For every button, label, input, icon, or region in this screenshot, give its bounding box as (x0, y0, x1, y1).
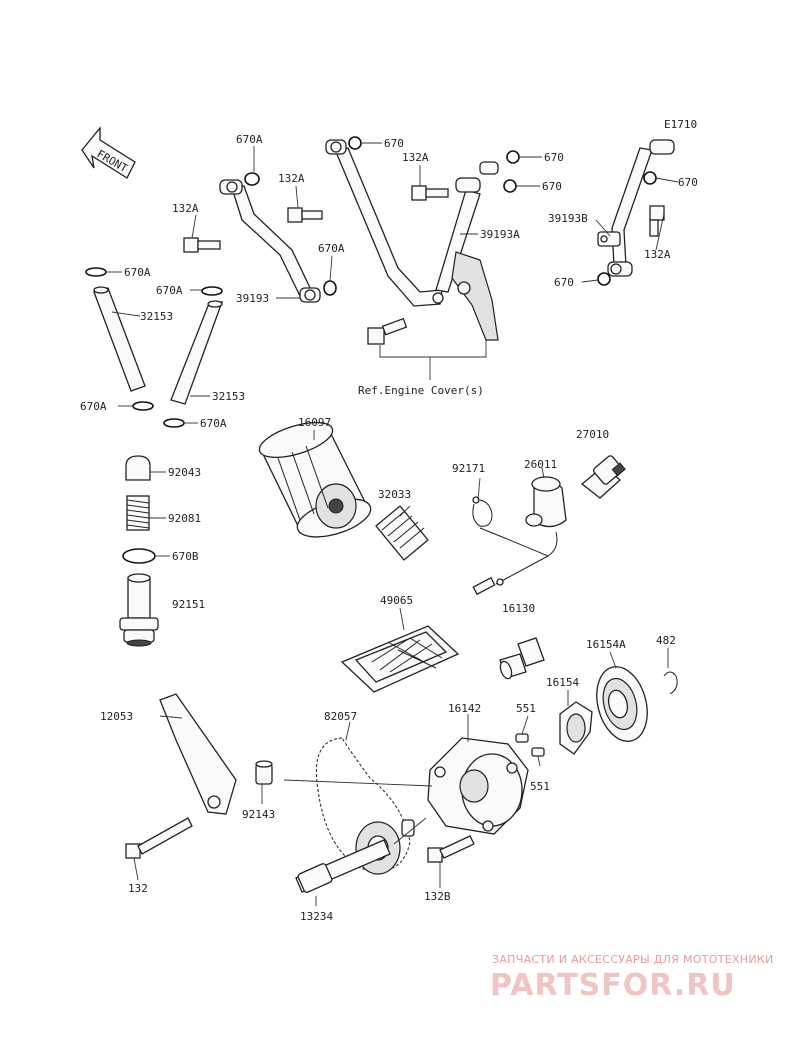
clamp-92171 (472, 496, 493, 527)
o-ring-670-c (503, 179, 517, 193)
label-132A-c: 132A (402, 151, 429, 164)
label-132A-a: 132A (172, 202, 199, 215)
label-16154A: 16154A (586, 638, 626, 651)
label-16097: 16097 (298, 416, 331, 429)
label-12053: 12053 (100, 710, 133, 723)
label-27010: 27010 (576, 428, 609, 441)
label-670A-b: 670A (156, 284, 183, 297)
label-132A-d: 132A (644, 248, 671, 261)
label-670-d: 670 (554, 276, 574, 289)
o-ring-670A-pipe (323, 280, 337, 296)
o-ring-670-d (643, 171, 657, 185)
o-ring-670A-e (163, 418, 185, 428)
o-ring-670B (122, 548, 156, 564)
label-39193A: 39193A (480, 228, 520, 241)
label-32153-b: 32153 (212, 390, 245, 403)
diagram-code: E1710 (664, 118, 697, 131)
o-ring-670-e (597, 272, 611, 286)
label-670A-c: 670A (318, 242, 345, 255)
pump-shaft-13234 (295, 839, 391, 893)
cap-92043 (125, 455, 151, 481)
label-670-a: 670 (384, 137, 404, 150)
oil-pressure-switch-27010 (580, 455, 626, 499)
pipe-32153-right (170, 300, 224, 405)
oil-pipe-39193A (325, 139, 499, 307)
bolt-132A-right (649, 205, 665, 237)
lead-wire-16130 (472, 527, 558, 596)
label-670B: 670B (172, 550, 199, 563)
outer-rotor-16154A (596, 666, 648, 742)
bolt-132B (427, 835, 475, 863)
oil-screen-49065 (340, 625, 460, 693)
label-13234: 13234 (300, 910, 333, 923)
label-39193: 39193 (236, 292, 269, 305)
oil-pipe-39193 (219, 179, 321, 303)
label-482: 482 (656, 634, 676, 647)
oil-filter-16097 (258, 421, 372, 538)
spring-32033 (375, 505, 429, 561)
oil-pump-body-16142 (427, 737, 529, 835)
ref-engine-cover-note: Ref.Engine Cover(s) (358, 384, 484, 397)
oil-pipe-39193B (597, 139, 675, 277)
switch-cover-26011 (525, 476, 567, 528)
chain-guide-12053 (159, 693, 237, 815)
label-92151: 92151 (172, 598, 205, 611)
bolt-132A-mid (287, 207, 323, 223)
label-39193B: 39193B (548, 212, 588, 225)
label-92081: 92081 (168, 512, 201, 525)
bolt-132A-top (411, 185, 449, 201)
label-670-e: 670 (678, 176, 698, 189)
collar-92143 (255, 760, 273, 785)
label-92143: 92143 (242, 808, 275, 821)
label-92171: 92171 (452, 462, 485, 475)
o-ring-670A-a (85, 267, 107, 277)
label-132: 132 (128, 882, 148, 895)
label-132B: 132B (424, 890, 451, 903)
label-26011: 26011 (524, 458, 557, 471)
watermark-logo: PARTSFOR.RU (490, 968, 736, 1003)
label-551-a: 551 (516, 702, 536, 715)
o-ring-670-b (506, 150, 520, 164)
label-670A-top: 670A (236, 133, 263, 146)
ref-bracket (379, 340, 487, 380)
label-49065: 49065 (380, 594, 413, 607)
inner-rotor-16154 (559, 701, 593, 755)
front-arrow: FRONT (81, 126, 136, 179)
label-670-b: 670 (544, 151, 564, 164)
o-ring-670A-d (132, 401, 154, 411)
bolt-132 (125, 817, 193, 859)
label-16142: 16142 (448, 702, 481, 715)
o-ring-670A-b (201, 286, 223, 296)
label-32153-a: 32153 (140, 310, 173, 323)
part-labels: E1710 670A 132A 132A 670 132A 670 670 67… (80, 118, 698, 923)
o-ring-670A-top (244, 172, 260, 186)
circlip-482 (663, 671, 678, 695)
label-132A-b: 132A (278, 172, 305, 185)
watermark: ЗАПЧАСТИ И АКСЕССУАРЫ ДЛЯ МОТОТЕХНИКИ PA… (490, 953, 774, 1003)
shaft-collar (401, 819, 415, 837)
engine-cover-bracket (451, 251, 499, 341)
label-551-b: 551 (530, 780, 550, 793)
label-670A-d: 670A (80, 400, 107, 413)
pin-551-b (531, 747, 545, 757)
label-16130: 16130 (502, 602, 535, 615)
label-16154: 16154 (546, 676, 579, 689)
bolt-132A-left (183, 237, 221, 253)
oil-fitting (499, 637, 545, 680)
label-92043: 92043 (168, 466, 201, 479)
label-670A-e: 670A (200, 417, 227, 430)
label-670-c: 670 (542, 180, 562, 193)
label-82057: 82057 (324, 710, 357, 723)
pin-551-a (515, 733, 529, 743)
o-ring-670-a (348, 136, 362, 150)
spring-92081 (126, 495, 150, 531)
label-670A-a: 670A (124, 266, 151, 279)
pipe-32153-left (93, 286, 146, 392)
label-32033: 32033 (378, 488, 411, 501)
relief-valve-92151 (119, 573, 159, 647)
bolt-ref-engine-cover (367, 317, 408, 345)
watermark-subtitle: ЗАПЧАСТИ И АКСЕССУАРЫ ДЛЯ МОТОТЕХНИКИ (492, 953, 774, 966)
leader-lines (106, 142, 679, 906)
